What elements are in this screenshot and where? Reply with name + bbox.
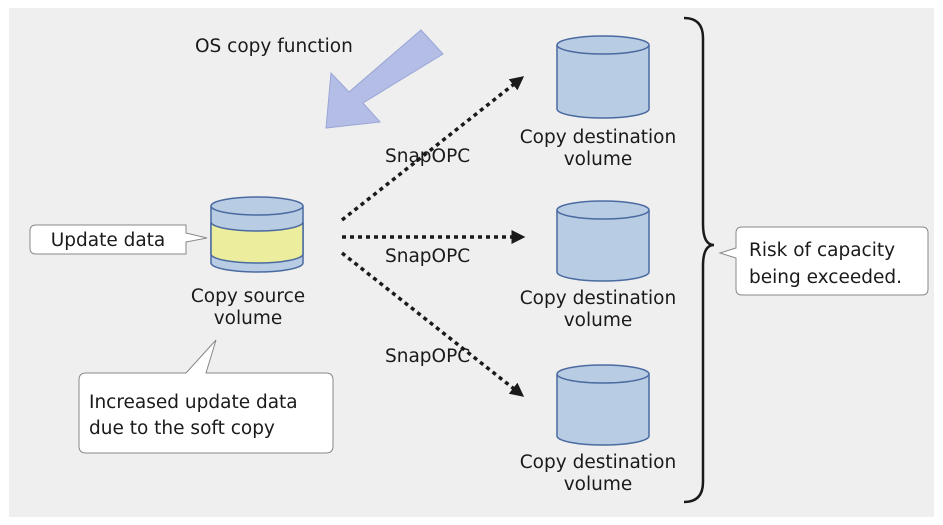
copy-destination-2-line2: volume — [564, 310, 633, 331]
copy-source-volume — [210, 196, 304, 273]
snapopc-label-2: SnapOPC — [385, 246, 470, 267]
update-data-callout — [29, 224, 208, 255]
copy-destination-volume-1 — [556, 35, 650, 119]
risk-callout-line2: being exceeded. — [749, 267, 902, 288]
snapopc-label-1: SnapOPC — [385, 146, 470, 167]
increased-update-data-line1: Increased update data — [89, 392, 298, 413]
copy-source-label-line1: Copy source — [191, 286, 305, 307]
copy-destination-2-line1: Copy destination — [520, 288, 676, 309]
increased-update-data-callout — [78, 339, 334, 454]
copy-destination-volume-2 — [556, 200, 650, 282]
copy-destination-1-line2: volume — [564, 149, 633, 170]
copy-destination-3-line1: Copy destination — [520, 452, 676, 473]
grouping-brace — [683, 16, 715, 504]
snapopc-label-3: SnapOPC — [385, 346, 470, 367]
os-copy-function-title: OS copy function — [195, 36, 353, 57]
risk-callout — [718, 226, 929, 296]
snapopc-arrow-3 — [340, 251, 525, 398]
copy-destination-volume-3 — [556, 364, 650, 446]
update-data-label: Update data — [51, 230, 166, 251]
copy-destination-3-line2: volume — [564, 474, 633, 495]
increased-update-data-line2: due to the soft copy — [89, 418, 275, 439]
copy-destination-1-line1: Copy destination — [520, 127, 676, 148]
risk-callout-line1: Risk of capacity — [749, 240, 895, 261]
copy-source-label-line2: volume — [214, 308, 283, 329]
snapopc-arrow-1 — [340, 75, 525, 222]
os-copy-big-arrow — [325, 29, 444, 129]
